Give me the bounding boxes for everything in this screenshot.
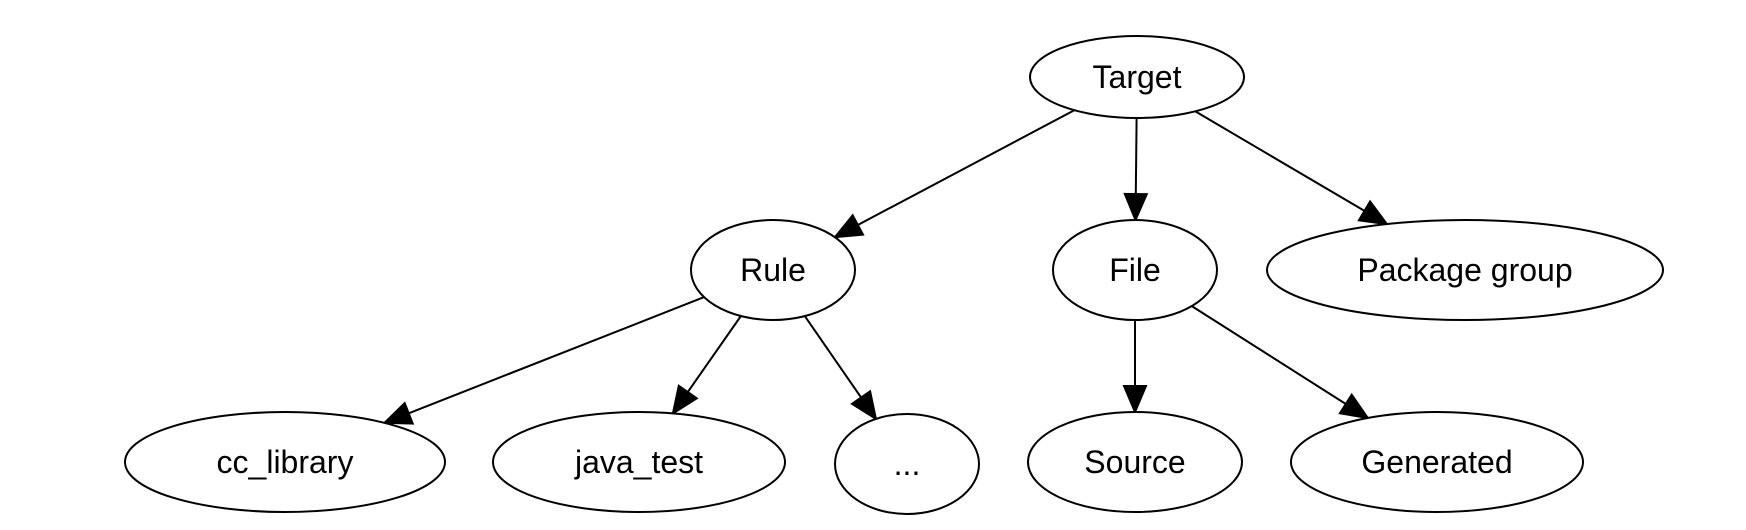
node-rule: Rule: [690, 219, 856, 321]
edge-target-to-file: [1123, 117, 1149, 223]
node-source-label: Source: [1084, 444, 1185, 480]
edge-rule-to-cc-library-arrowhead: [382, 401, 415, 425]
node-cc-library-label: cc_library: [217, 444, 354, 480]
edge-file-to-source: [1122, 320, 1148, 415]
nodes-layer: Target Rule File Package group cc_librar…: [124, 35, 1664, 515]
node-rule-label: Rule: [740, 252, 806, 288]
node-file: File: [1052, 219, 1218, 321]
node-target-label: Target: [1093, 59, 1182, 95]
node-cc-library: cc_library: [124, 411, 446, 513]
node-package-group-label: Package group: [1357, 252, 1572, 288]
edge-rule-to-java-test-arrowhead: [671, 384, 699, 416]
edge-rule-to-more-rules: [803, 315, 878, 422]
edge-target-to-file-arrowhead: [1123, 192, 1149, 223]
node-more-rules: ...: [834, 413, 980, 515]
node-target: Target: [1029, 35, 1245, 119]
node-file-ellipse: [1052, 219, 1218, 321]
node-generated-ellipse: [1290, 411, 1584, 513]
edge-file-to-generated-arrowhead: [1338, 392, 1370, 420]
edge-target-to-package-group: [1194, 110, 1390, 226]
edge-file-to-generated-line: [1191, 305, 1347, 405]
edge-file-to-generated: [1191, 305, 1370, 420]
node-java-test: java_test: [492, 411, 786, 513]
edge-rule-to-cc-library: [382, 296, 705, 425]
node-java-test-ellipse: [492, 411, 786, 513]
node-generated: Generated: [1290, 411, 1584, 513]
edge-rule-to-more-rules-arrowhead: [850, 389, 878, 422]
node-package-group-ellipse: [1266, 219, 1664, 321]
node-rule-ellipse: [690, 219, 856, 321]
edge-target-to-rule: [832, 109, 1075, 239]
edge-target-to-file-line: [1134, 117, 1138, 195]
node-generated-label: Generated: [1361, 444, 1512, 480]
edge-target-to-rule-line: [857, 109, 1075, 226]
edge-rule-to-java-test: [671, 315, 742, 416]
node-package-group: Package group: [1266, 219, 1664, 321]
node-cc-library-ellipse: [124, 411, 446, 513]
edge-target-to-rule-arrowhead: [832, 213, 865, 239]
node-file-label: File: [1109, 252, 1161, 288]
node-java-test-label: java_test: [574, 444, 703, 480]
node-source: Source: [1027, 411, 1243, 513]
node-source-ellipse: [1027, 411, 1243, 513]
edge-file-to-source-arrowhead: [1122, 385, 1148, 415]
edge-target-to-package-group-line: [1194, 110, 1366, 212]
node-more-rules-ellipse: [834, 413, 980, 515]
edge-rule-to-cc-library-line: [408, 296, 705, 415]
node-target-ellipse: [1029, 35, 1245, 119]
edge-target-to-package-group-arrowhead: [1357, 199, 1390, 226]
node-more-rules-label: ...: [894, 446, 921, 482]
edge-rule-to-more-rules-line: [803, 315, 862, 399]
edge-rule-to-java-test-line: [686, 315, 742, 393]
edges-layer: [382, 109, 1390, 425]
